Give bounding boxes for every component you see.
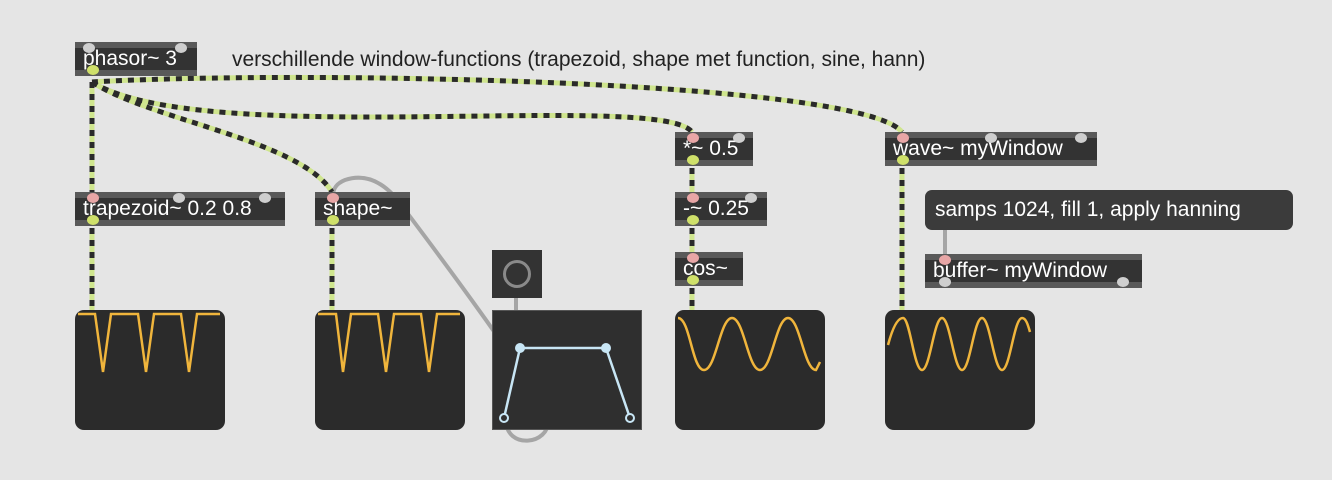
outlet[interactable] [1117,277,1129,287]
scope-hanning [885,310,1035,430]
function-editor[interactable] [492,310,642,430]
shape-object[interactable]: shape~ [315,192,410,226]
inlet[interactable] [1075,133,1087,143]
trapezoid-object[interactable]: trapezoid~ 0.2 0.8 [75,192,285,226]
inlet[interactable] [897,133,909,143]
scope-cosine [675,310,825,430]
object-label: cos~ [683,257,728,280]
outlet[interactable] [897,155,909,165]
inlet[interactable] [985,133,997,143]
inlet[interactable] [259,193,271,203]
buffer-object[interactable]: buffer~ myWindow [925,254,1142,288]
outlet[interactable] [327,215,339,225]
object-label: -~ 0.25 [683,197,749,220]
inlet[interactable] [87,193,99,203]
object-label: wave~ myWindow [893,137,1063,160]
outlet[interactable] [687,155,699,165]
ring-icon [503,260,531,288]
scope-trapezoid [75,310,225,430]
outlet[interactable] [687,275,699,285]
object-label: shape~ [323,197,393,220]
phasor-object[interactable]: phasor~ 3 [75,42,197,76]
object-label: phasor~ 3 [83,47,177,70]
subtract-object[interactable]: -~ 0.25 [675,192,767,226]
outlet[interactable] [939,277,951,287]
multiply-object[interactable]: *~ 0.5 [675,132,753,166]
inlet[interactable] [327,193,339,203]
inlet[interactable] [687,193,699,203]
inlet[interactable] [83,43,95,53]
wave-object[interactable]: wave~ myWindow [885,132,1097,166]
cos-object[interactable]: cos~ [675,252,743,286]
outlet[interactable] [87,215,99,225]
object-label: buffer~ myWindow [933,259,1108,282]
inlet[interactable] [745,193,757,203]
buffer-message[interactable]: samps 1024, fill 1, apply hanning [925,190,1293,230]
patch-comment: verschillende window-functions (trapezoi… [232,48,926,71]
inlet[interactable] [173,193,185,203]
outlet[interactable] [87,65,99,75]
object-label: *~ 0.5 [683,137,739,160]
scope-shape [315,310,465,430]
outlet[interactable] [687,215,699,225]
inlet[interactable] [733,133,745,143]
inlet[interactable] [687,253,699,263]
object-label: trapezoid~ 0.2 0.8 [83,197,252,220]
toggle-button[interactable] [492,250,542,298]
inlet[interactable] [687,133,699,143]
inlet[interactable] [175,43,187,53]
inlet[interactable] [939,255,951,265]
